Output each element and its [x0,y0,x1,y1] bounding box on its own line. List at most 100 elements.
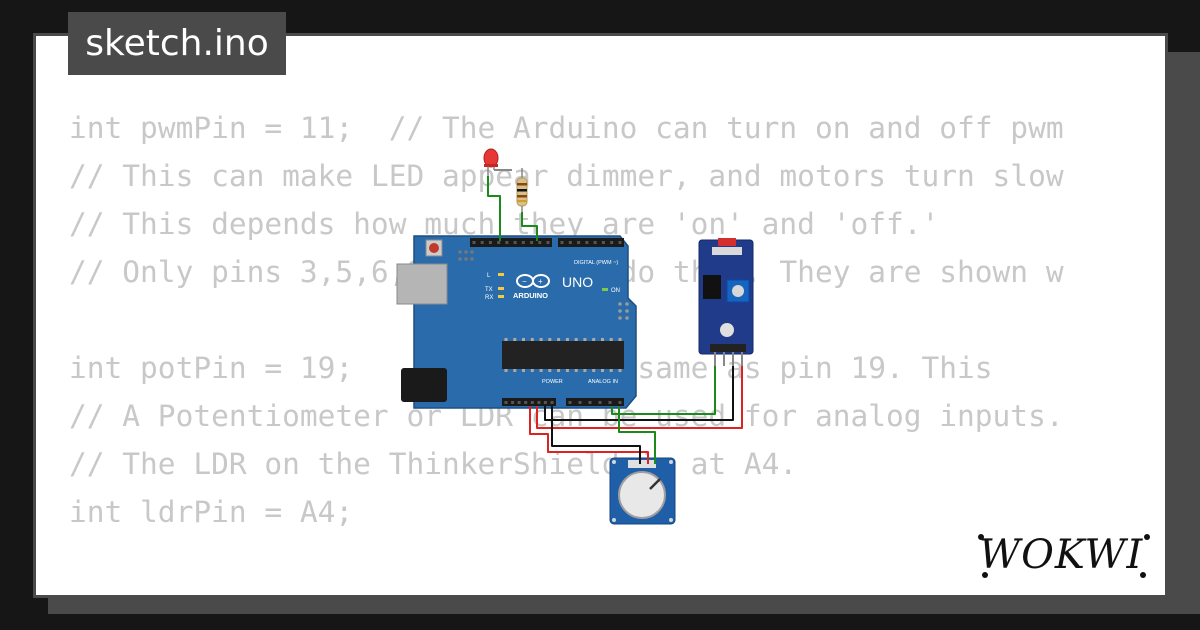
wire-ldr-vcc [536,366,743,429]
file-tab[interactable]: sketch.ino [68,12,286,75]
chip-pin[interactable] [601,338,604,341]
led-label-l: L [487,273,491,279]
header-pin[interactable] [618,241,622,244]
header-pin[interactable] [513,241,517,244]
chip-pin[interactable] [583,338,587,341]
header-pin[interactable] [608,401,612,404]
header-pin[interactable] [497,241,501,244]
chip-pin[interactable] [539,369,543,372]
header-pin[interactable] [577,241,581,244]
header-pin[interactable] [505,241,509,244]
arduino-logo: − + [516,274,550,288]
arduino-uno-board[interactable]: DIGITAL (PWM ~) − + UNO ARDUINO L TX RX … [396,235,637,409]
chip-pin[interactable] [592,338,596,341]
wire-pot-a5 [618,406,656,464]
header-pin[interactable] [480,241,484,244]
wires [487,169,743,464]
ldr-sensor-module[interactable] [698,238,754,366]
led-tx [498,287,504,290]
header-pin[interactable] [546,241,550,244]
header-pin[interactable] [588,401,592,404]
chip-pin[interactable] [574,369,578,372]
header-pin[interactable] [598,401,602,404]
header-pin[interactable] [524,401,528,404]
icsp-header [458,250,474,261]
power-label: POWER [542,379,563,385]
chip-pin[interactable] [539,338,543,341]
chip-pin[interactable] [609,369,613,372]
led-label-rx: RX [485,295,493,301]
chip-pin[interactable] [618,338,622,341]
usb-port [396,263,448,305]
chip-pin[interactable] [618,369,622,372]
header-pin[interactable] [530,241,534,244]
header-pin[interactable] [585,241,589,244]
header-pin[interactable] [521,241,525,244]
header-pin[interactable] [618,401,622,404]
chip-pin[interactable] [530,369,534,372]
chip-pin[interactable] [513,369,517,372]
on-label: ON [611,288,620,294]
resistor[interactable] [516,168,528,212]
header-pin[interactable] [517,401,521,404]
board-brand: ARDUINO [513,291,548,300]
chip-pin[interactable] [592,369,596,372]
header-pin[interactable] [538,241,542,244]
chip-pin[interactable] [504,369,508,372]
chip-pin[interactable] [522,369,525,372]
chip-pin[interactable] [601,369,604,372]
header-pin[interactable] [543,401,547,404]
chip-pin[interactable] [548,338,552,341]
wokwi-logo-text: WOKWI [979,532,1143,578]
chip-pin[interactable] [565,338,569,341]
file-tab-label: sketch.ino [85,23,269,64]
chip-pin[interactable] [583,369,587,372]
power-jack [401,368,447,402]
photoresistor [718,238,736,246]
header-pin[interactable] [601,241,605,244]
wire-led-gnd [487,176,501,241]
led-label-tx: TX [485,287,493,293]
header-pin[interactable] [530,401,534,404]
led-rx [498,295,504,298]
power-header [502,398,556,406]
icsp-header-right [618,302,629,320]
reset-button[interactable] [429,243,439,253]
wire-pot-vcc [529,406,649,464]
led-on [602,288,608,291]
wire-ldr-gnd [544,366,734,421]
chip-pin[interactable] [513,338,517,341]
header-pin[interactable] [472,241,476,244]
header-pin[interactable] [488,241,492,244]
header-pin[interactable] [537,401,541,404]
sensitivity-trimmer[interactable] [732,285,744,297]
header-pin[interactable] [511,401,515,404]
potentiometer[interactable] [609,457,676,525]
chip-pin[interactable] [504,338,508,341]
header-pin[interactable] [568,401,572,404]
chip-pin[interactable] [548,369,552,372]
potentiometer-knob[interactable] [618,471,666,519]
chip-pin[interactable] [522,338,525,341]
chip-pin[interactable] [530,338,534,341]
wokwi-logo[interactable]: WOKWI [975,525,1153,581]
chip-pin[interactable] [557,338,561,341]
code-line: int pwmPin = 11; // The Arduino can turn… [69,111,1064,145]
red-led[interactable] [483,148,499,176]
header-pin[interactable] [568,241,572,244]
header-pin[interactable] [550,401,554,404]
header-pin[interactable] [504,401,508,404]
chip-pin[interactable] [609,338,613,341]
header-pin[interactable] [560,241,564,244]
board-model: UNO [562,274,593,290]
header-pin[interactable] [610,241,614,244]
header-pin[interactable] [578,401,582,404]
analog-label: ANALOG IN [588,379,618,385]
wire-resistor-pin11 [521,212,538,241]
svg-text:−: − [522,277,527,286]
chip-pin[interactable] [565,369,569,372]
chip-pin[interactable] [557,369,561,372]
header-pin[interactable] [593,241,597,244]
chip-pin[interactable] [574,338,578,341]
